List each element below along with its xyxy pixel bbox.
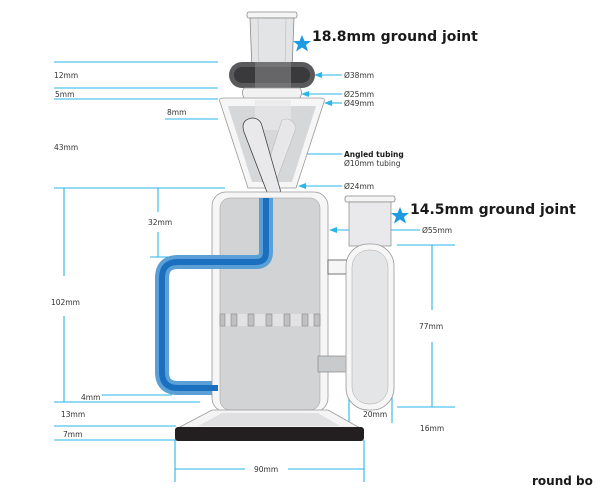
angled-tubing-detail: Ø10mm tubing	[344, 159, 401, 168]
diameter-24: Ø24mm	[344, 182, 374, 191]
angled-tubing-title: Angled tubing	[344, 150, 404, 159]
height-77: 77mm	[419, 322, 443, 331]
height-5: 5mm	[55, 90, 74, 99]
diameter-55: Ø55mm	[422, 226, 452, 235]
star-icon	[391, 207, 409, 224]
round-bottom-label: round bo	[532, 474, 593, 488]
recycler-tube	[155, 198, 273, 395]
width-90: 90mm	[254, 465, 278, 474]
height-102: 102mm	[51, 298, 80, 307]
funnel-chamber	[219, 97, 325, 201]
percolator-slits	[219, 313, 321, 327]
width-20: 20mm	[363, 410, 387, 419]
height-7: 7mm	[63, 430, 82, 439]
star-icon	[293, 35, 311, 52]
height-32: 32mm	[148, 218, 172, 227]
diameter-49: Ø49mm	[344, 99, 374, 108]
height-43: 43mm	[54, 143, 78, 152]
height-13: 13mm	[61, 410, 85, 419]
left-dimension-lines	[54, 61, 225, 441]
height-8: 8mm	[167, 108, 186, 117]
side-joint-label: 14.5mm ground joint	[410, 202, 576, 218]
diameter-25: Ø25mm	[344, 90, 374, 99]
top-joint-label: 18.8mm ground joint	[312, 29, 478, 45]
main-chamber	[211, 191, 357, 413]
top-ground-joint[interactable]	[246, 11, 298, 71]
side-chamber	[344, 195, 396, 411]
height-12: 12mm	[54, 71, 78, 80]
height-4: 4mm	[81, 393, 100, 402]
height-16: 16mm	[420, 424, 444, 433]
diameter-38: Ø38mm	[344, 71, 374, 80]
dark-collar	[229, 62, 315, 97]
bottom-width-dimension	[174, 440, 365, 482]
base	[175, 409, 364, 441]
